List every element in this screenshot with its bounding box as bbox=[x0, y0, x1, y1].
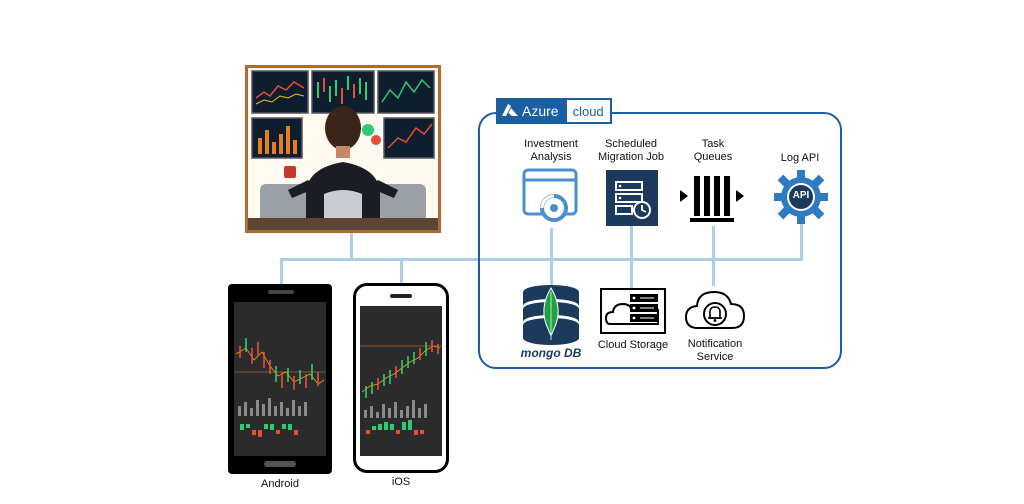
connector-investment-down bbox=[550, 228, 553, 286]
ios-phone bbox=[353, 283, 449, 473]
android-stock-chart-icon bbox=[234, 338, 326, 437]
task-queues-label: Task Queues bbox=[693, 138, 733, 163]
azure-cloud-badge: Azure cloud bbox=[496, 98, 612, 124]
scheduled-server-clock-icon bbox=[606, 170, 658, 226]
queue-icon bbox=[680, 176, 744, 222]
investment-analysis-label: Investment Analysis bbox=[524, 138, 578, 163]
cloud-bell-icon bbox=[684, 290, 746, 329]
mongodb-node: mongo DB bbox=[518, 284, 584, 362]
trader-illustration bbox=[245, 65, 441, 233]
azure-brand-label: Azure bbox=[522, 103, 559, 119]
android-home-button bbox=[264, 461, 296, 467]
investment-analysis-node bbox=[522, 168, 584, 230]
ios-screen bbox=[360, 306, 442, 456]
task-queues-node bbox=[680, 170, 746, 226]
azure-cloud-frame bbox=[478, 112, 842, 369]
api-badge-text: API bbox=[792, 190, 810, 201]
cloud-server-icon bbox=[600, 288, 666, 334]
azure-brand: Azure bbox=[498, 100, 567, 122]
cloud-storage-node bbox=[600, 288, 666, 334]
android-label: Android bbox=[261, 478, 299, 490]
azure-tag-label: cloud bbox=[572, 103, 604, 119]
connector-trader-down bbox=[350, 232, 353, 260]
notification-service-label: Notification Service bbox=[687, 338, 743, 363]
log-api-label: Log API bbox=[780, 152, 820, 164]
mongodb-label: mongo DB bbox=[520, 346, 582, 360]
connector-logapi-down bbox=[800, 220, 803, 261]
scheduled-migration-job-label: Scheduled Migration Job bbox=[597, 138, 665, 163]
connector-ios bbox=[400, 258, 403, 284]
connector-main-bus bbox=[280, 258, 802, 261]
android-phone bbox=[228, 284, 332, 474]
android-speaker bbox=[268, 290, 294, 294]
browser-analysis-icon bbox=[522, 168, 578, 222]
scheduled-migration-job-node bbox=[606, 170, 658, 226]
connector-queues-down bbox=[712, 226, 715, 286]
notification-service-node bbox=[684, 284, 746, 334]
connector-scheduled-down bbox=[630, 226, 633, 288]
azure-logo-icon bbox=[502, 104, 518, 116]
api-gear-icon bbox=[774, 170, 828, 224]
connector-android bbox=[280, 258, 283, 284]
ios-speaker bbox=[390, 294, 412, 298]
ios-stock-chart-icon bbox=[360, 340, 442, 435]
cloud-storage-label: Cloud Storage bbox=[597, 339, 669, 351]
log-api-node: API bbox=[774, 170, 828, 224]
android-screen bbox=[234, 302, 326, 456]
database-cylinder-icon bbox=[523, 285, 579, 345]
trader-workstation-icon bbox=[248, 70, 438, 230]
ios-label: iOS bbox=[391, 476, 411, 488]
